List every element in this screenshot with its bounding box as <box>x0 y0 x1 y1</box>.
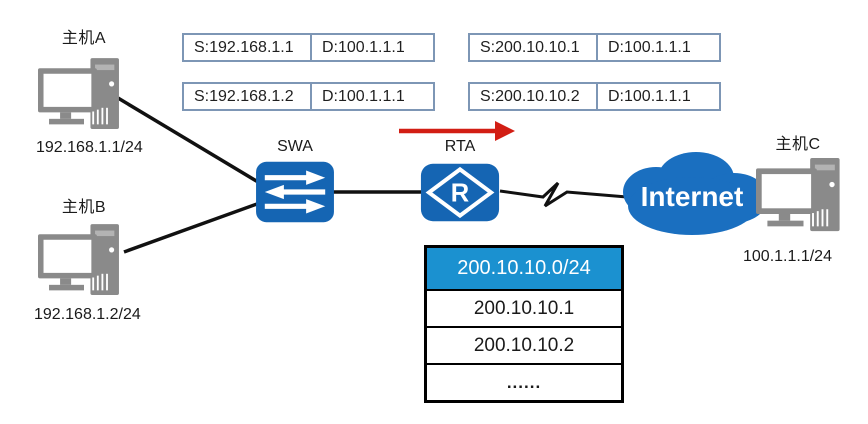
nat-pool-header: 200.10.10.0/24 <box>427 248 621 291</box>
packet-destination: D:100.1.1.1 <box>310 33 435 62</box>
host-a-label: 主机A <box>61 30 107 47</box>
switch-swa-label: SWA <box>277 138 313 155</box>
packet-source: S:200.10.10.1 <box>468 33 598 62</box>
internet-cloud-icon: Internet <box>623 152 768 235</box>
packet-source: S:192.168.1.2 <box>182 82 312 111</box>
nat-pool-row: 200.10.10.2 <box>427 328 621 365</box>
link-rta-internet-zigzag <box>499 181 628 208</box>
nat-address-pool-table: 200.10.10.0/24 200.10.10.1 200.10.10.2 .… <box>424 245 624 403</box>
host-b-label: 主机B <box>61 199 107 216</box>
host-b-ip: 192.168.1.2/24 <box>34 306 141 323</box>
nat-pool-row-ellipsis: ...... <box>427 365 621 400</box>
packet-source: S:192.168.1.1 <box>182 33 312 62</box>
packet-destination: D:100.1.1.1 <box>596 33 721 62</box>
host-b-computer-icon <box>38 224 119 295</box>
packet-destination: D:100.1.1.1 <box>596 82 721 111</box>
router-icon: R <box>420 163 500 222</box>
link-hosta-swa <box>117 96 269 190</box>
nat-pool-row: 200.10.10.1 <box>427 291 621 328</box>
router-letter: R <box>451 179 469 207</box>
host-c-label: 主机C <box>775 136 821 153</box>
link-hostb-swa <box>123 198 269 254</box>
packet-after-nat-1: S:200.10.10.1 D:100.1.1.1 <box>468 33 721 62</box>
router-rta-label: RTA <box>444 138 476 155</box>
switch-icon <box>256 161 334 223</box>
host-a-ip: 192.168.1.1/24 <box>36 139 143 156</box>
packet-after-nat-2: S:200.10.10.2 D:100.1.1.1 <box>468 82 721 111</box>
packet-source: S:200.10.10.2 <box>468 82 598 111</box>
packet-destination: D:100.1.1.1 <box>310 82 435 111</box>
red-direction-arrow <box>399 121 515 141</box>
host-c-computer-icon <box>756 157 840 232</box>
packet-before-nat-1: S:192.168.1.1 D:100.1.1.1 <box>182 33 435 62</box>
packet-before-nat-2: S:192.168.1.2 D:100.1.1.1 <box>182 82 435 111</box>
host-a-computer-icon <box>38 58 119 129</box>
internet-label: Internet <box>641 181 744 212</box>
host-c-ip: 100.1.1.1/24 <box>743 248 832 265</box>
